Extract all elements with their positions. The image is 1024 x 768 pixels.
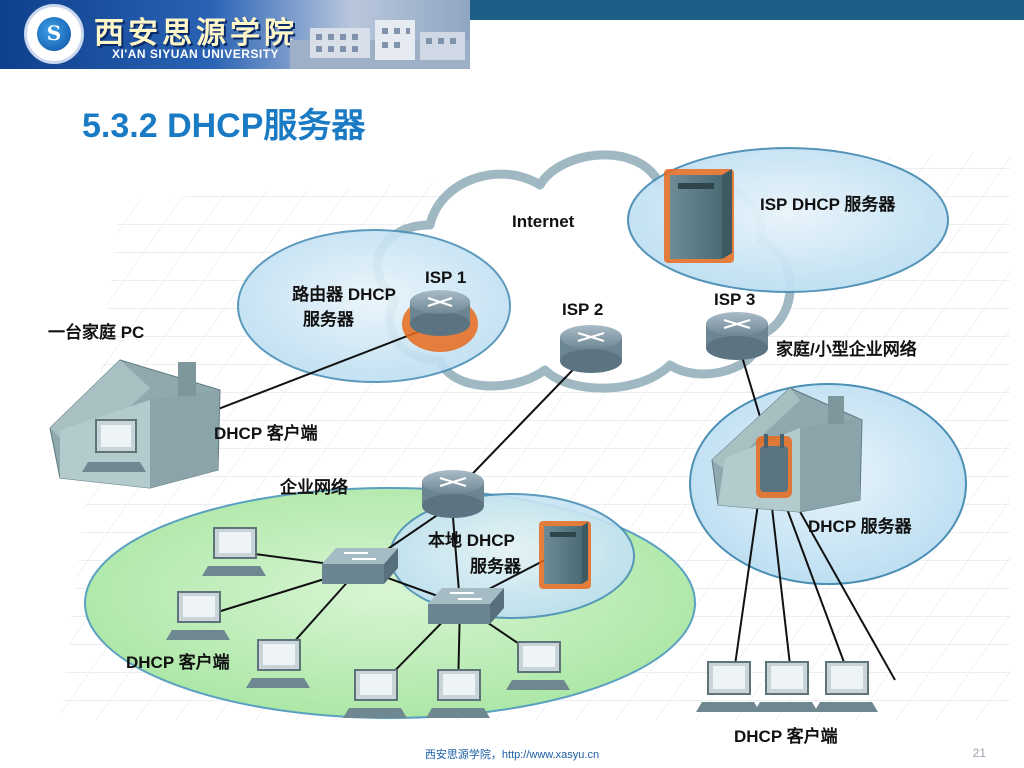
sb-dhcp-client-label: DHCP 客户端 bbox=[734, 727, 838, 746]
enterprise-pc-1-icon bbox=[202, 527, 266, 576]
slide-title: 5.3.2 DHCP服务器 bbox=[82, 107, 366, 145]
router-isp3-icon bbox=[706, 312, 768, 360]
isp-dhcp-server-icon bbox=[664, 169, 734, 263]
router-dhcp-label-line2: 服务器 bbox=[303, 310, 354, 329]
local-dhcp-label-line2: 服务器 bbox=[470, 557, 521, 576]
wireless-router-icon bbox=[756, 434, 792, 498]
sb-pc-1-icon bbox=[696, 661, 760, 712]
home-pc-label: 一台家庭 PC bbox=[48, 323, 145, 342]
campus-building-image bbox=[290, 20, 470, 69]
isp2-label: ISP 2 bbox=[562, 300, 604, 319]
header-banner: S 西安思源学院 XI'AN SIYUAN UNIVERSITY bbox=[0, 0, 470, 69]
enterprise-pc-5-icon bbox=[426, 669, 490, 718]
isp-dhcp-server-label: ISP DHCP 服务器 bbox=[760, 195, 896, 214]
page-number: 21 bbox=[972, 746, 986, 760]
sb-pc-3-icon bbox=[814, 661, 878, 712]
enterprise-pc-2-icon bbox=[166, 591, 230, 640]
enterprise-pc-6-icon bbox=[506, 641, 570, 690]
school-name-cn: 西安思源学院 bbox=[94, 16, 298, 51]
enterprise-pc-4-icon bbox=[343, 669, 407, 718]
switch-2-icon bbox=[428, 588, 504, 624]
sb-pc-2-icon bbox=[754, 661, 818, 712]
isp1-label: ISP 1 bbox=[425, 268, 467, 287]
enterprise-dhcp-client-label: DHCP 客户端 bbox=[126, 653, 230, 672]
internet-label: Internet bbox=[512, 212, 575, 231]
small-business-label: 家庭/小型企业网络 bbox=[776, 340, 917, 359]
router-isp1-icon bbox=[402, 290, 478, 352]
footer-text: 西安思源学院，http://www.xasyu.cn bbox=[424, 749, 600, 761]
logo-emblem-icon: S bbox=[37, 17, 71, 51]
local-dhcp-label-line1: 本地 DHCP bbox=[428, 531, 515, 550]
switch-1-icon bbox=[322, 548, 398, 584]
enterprise-pc-3-icon bbox=[246, 639, 310, 688]
enterprise-network-label: 企业网络 bbox=[280, 478, 348, 497]
router-dhcp-label-line1: 路由器 DHCP bbox=[292, 285, 396, 304]
school-name-en: XI'AN SIYUAN UNIVERSITY bbox=[112, 47, 280, 61]
home-dhcp-client-label: DHCP 客户端 bbox=[214, 424, 318, 443]
router-enterprise-icon bbox=[422, 470, 484, 518]
home-dhcp-server-label: DHCP 服务器 bbox=[808, 517, 912, 536]
isp3-label: ISP 3 bbox=[714, 290, 756, 309]
router-isp2-icon bbox=[560, 325, 622, 373]
local-dhcp-server-icon bbox=[539, 521, 591, 589]
university-logo: S bbox=[24, 4, 84, 64]
home-pc-icon bbox=[82, 419, 146, 472]
